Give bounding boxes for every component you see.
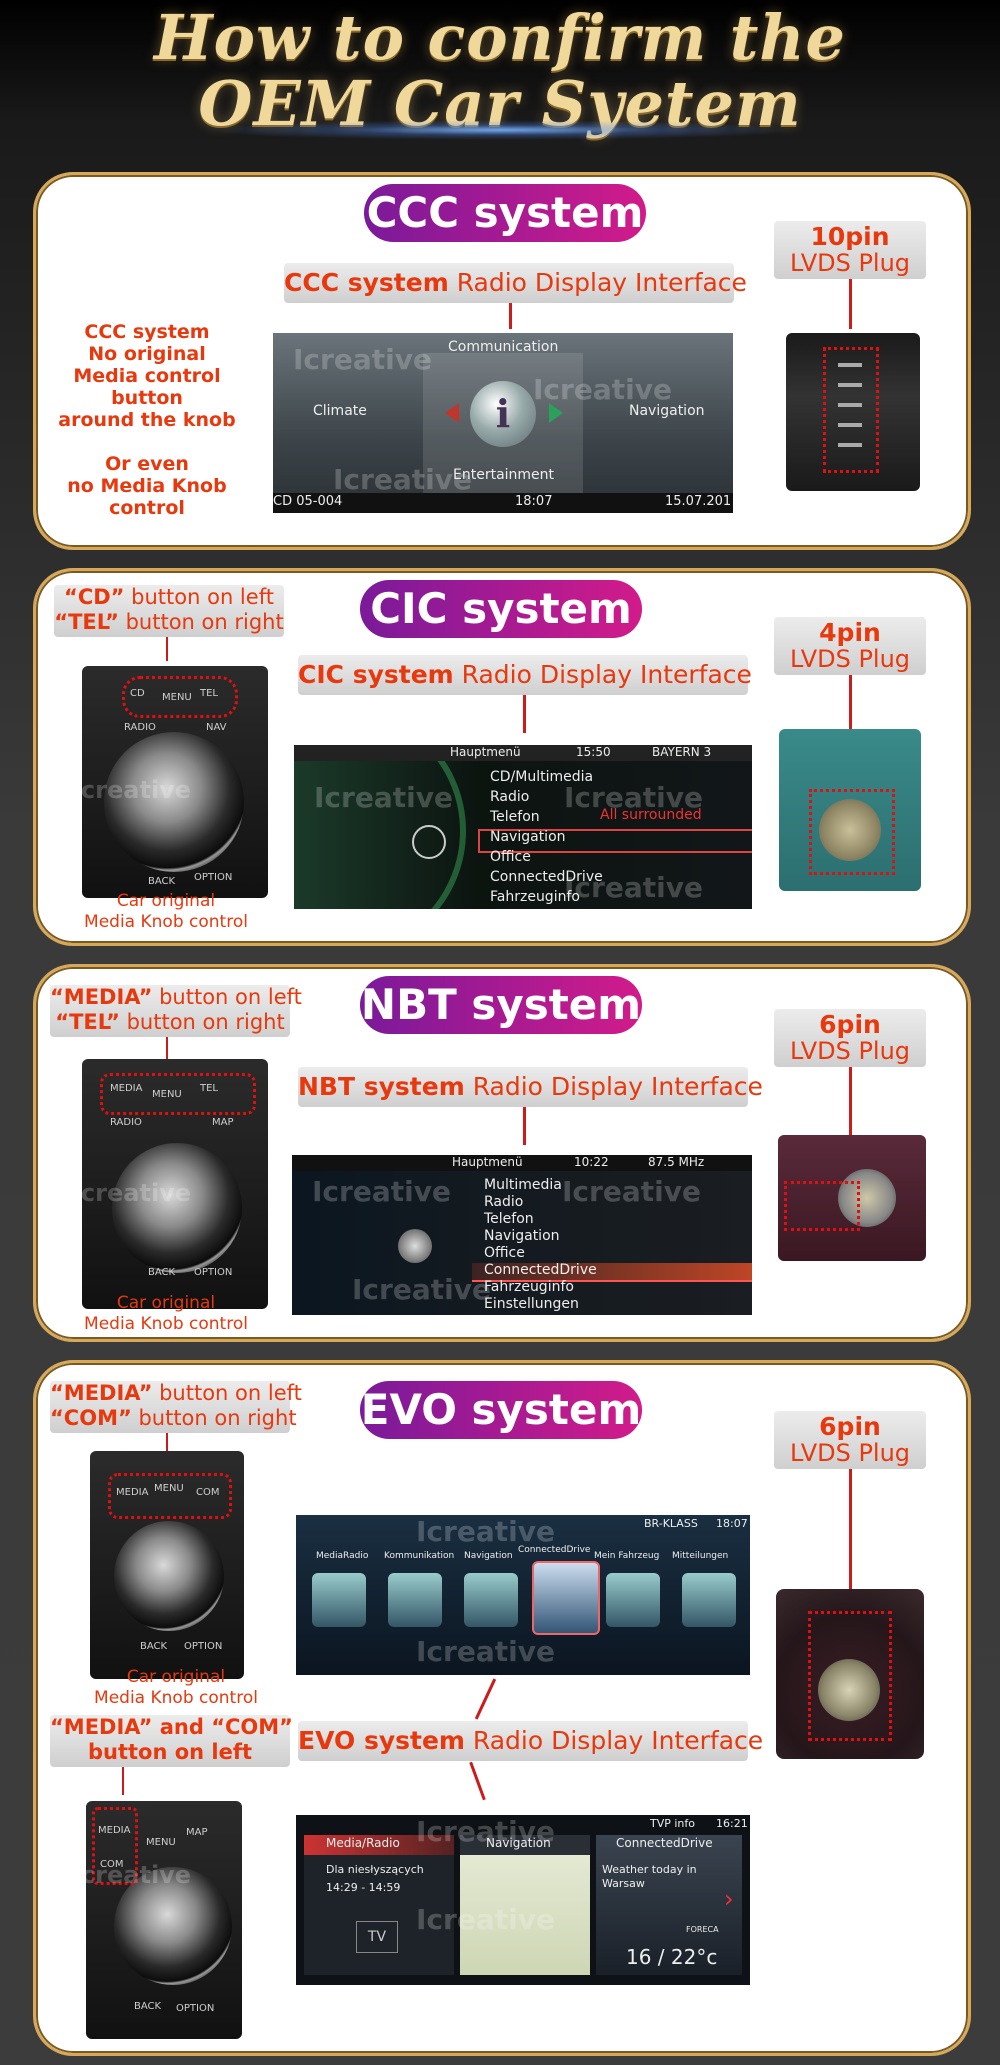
ccc-status-date: 15.07.201 bbox=[665, 494, 732, 509]
evo-interface-label: EVO system Radio Display Interface bbox=[298, 1721, 763, 1761]
ccc-menu-bottom: Entertainment bbox=[453, 467, 555, 483]
evo-button-label-2: “MEDIA” and “COM” button on left bbox=[50, 1715, 293, 1767]
cic-4pin-plug bbox=[779, 729, 921, 891]
nbt-panel: NBT system NBT system Radio Display Inte… bbox=[33, 964, 971, 1342]
ccc-menu-right: Navigation bbox=[629, 403, 705, 419]
nbt-caption: Car original Media Knob control bbox=[84, 1293, 248, 1334]
nbt-button-label: “MEDIA” button on left “TEL” button on r… bbox=[50, 985, 302, 1037]
cic-knob: CD MENU TEL RADIO NAV BACK OPTION Icreat… bbox=[82, 666, 268, 898]
ccc-interface-label: CCC system Radio Display Interface bbox=[284, 263, 747, 303]
evo-6pin-plug bbox=[776, 1589, 924, 1759]
ccc-menu-top: Communication bbox=[448, 339, 559, 355]
ccc-screen: Communication Climate Navigation Enterta… bbox=[273, 333, 733, 513]
cic-button-label: “CD” button on left “TEL” button on righ… bbox=[54, 585, 284, 637]
cic-interface-label: CIC system Radio Display Interface bbox=[298, 655, 752, 695]
evo-title: EVO system bbox=[360, 1381, 642, 1439]
nbt-6pin-plug bbox=[778, 1135, 926, 1261]
title-glow bbox=[200, 120, 800, 140]
nbt-interface-label: NBT system Radio Display Interface bbox=[298, 1067, 763, 1107]
evo-knob-2: MEDIA COM MENU MAP BACK OPTION Icreative bbox=[86, 1801, 242, 2039]
ccc-note: CCC system No original Media control but… bbox=[58, 321, 236, 519]
evo-caption: Car original Media Knob control bbox=[94, 1667, 258, 1708]
cic-screen: Hauptmenü 15:50 BAYERN 3 CD/Multimedia R… bbox=[294, 745, 752, 909]
nbt-screen: Hauptmenü 10:22 87.5 MHz Multimedia Radi… bbox=[292, 1155, 752, 1315]
ccc-info-button: i bbox=[470, 381, 536, 447]
cic-title: CIC system bbox=[360, 580, 642, 638]
ccc-title: CCC system bbox=[364, 184, 646, 242]
nbt-title: NBT system bbox=[360, 976, 642, 1034]
ccc-status-time: 18:07 bbox=[515, 494, 553, 509]
cic-caption: Car original Media Knob control bbox=[84, 891, 248, 932]
evo-screen-home: TVP info 16:21 Media/Radio Dla niesłyszą… bbox=[296, 1815, 750, 1985]
title-line-1: How to confirm the bbox=[154, 1, 846, 74]
ccc-menu-left: Climate bbox=[313, 403, 367, 419]
evo-knob: MEDIA MENU COM BACK OPTION bbox=[90, 1451, 244, 1679]
cic-screen-note: All surrounded bbox=[600, 807, 702, 823]
cic-panel: CIC system CIC system Radio Display Inte… bbox=[33, 568, 971, 946]
nbt-knob: MEDIA MENU TEL RADIO MAP BACK OPTION Icr… bbox=[82, 1059, 268, 1309]
ccc-10pin-plug bbox=[786, 333, 920, 491]
ccc-panel: CCC system CCC system Radio Display Inte… bbox=[33, 172, 971, 550]
evo-button-label: “MEDIA” button on left “COM” button on r… bbox=[50, 1381, 302, 1433]
evo-screen-tiles: BR-KLASS 18:07 MediaRadio Kommunikation … bbox=[296, 1515, 750, 1675]
ccc-status-left: CD 05-004 bbox=[273, 494, 343, 509]
